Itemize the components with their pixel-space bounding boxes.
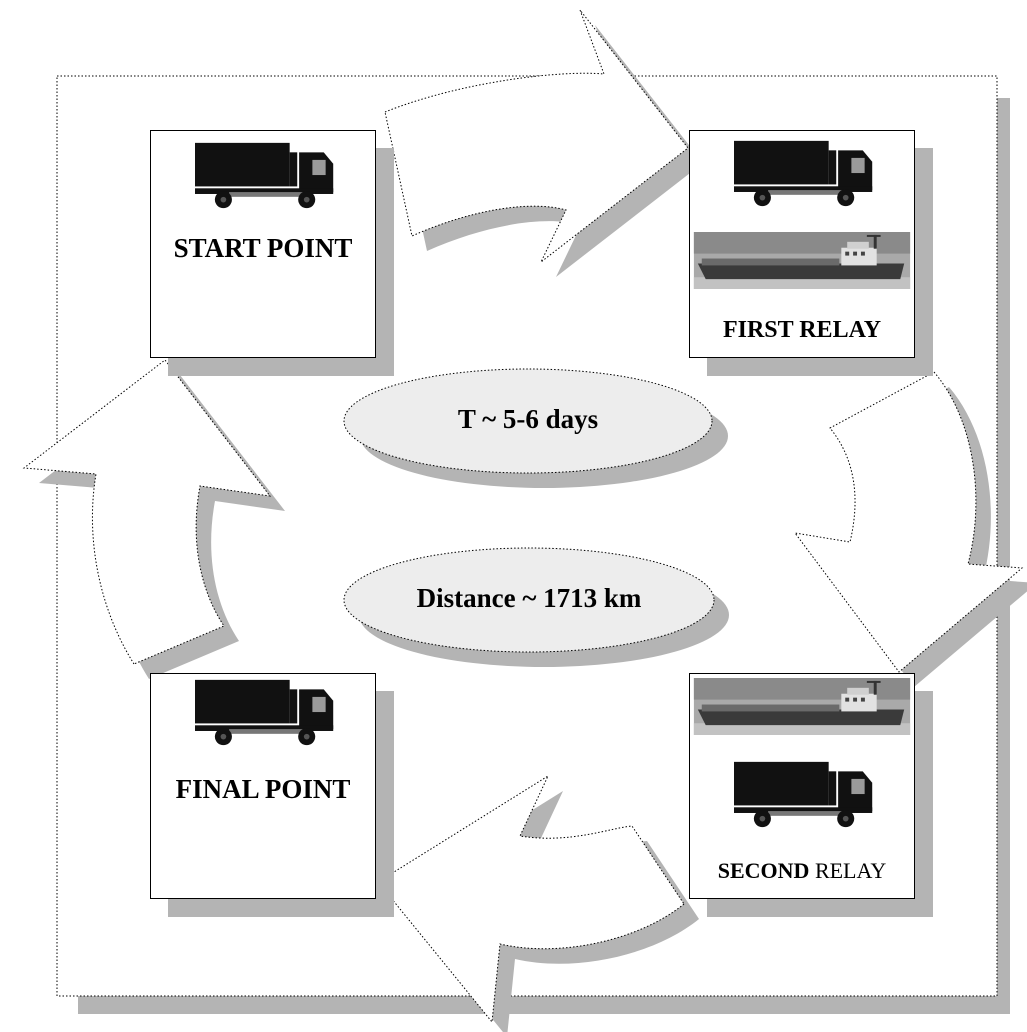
final-point-label: FINAL POINT [175,774,351,804]
start-point-label: START POINT [173,233,353,263]
second-relay-label-rest: RELAY [809,858,887,883]
truck-icon [734,760,876,830]
second-relay-label: SECOND RELAY [690,858,914,884]
distance-estimate: Distance ~ 1713 km [416,583,642,613]
second-relay-box: SECOND RELAY [689,673,915,899]
truck-icon [195,678,337,748]
barge-icon [693,678,911,735]
truck-icon [734,139,876,209]
arrow-final-to-start [22,359,285,679]
time-oval [343,368,713,474]
first-relay-box: FIRST RELAY [689,130,915,358]
start-point-box: START POINT [150,130,376,358]
time-estimate: T ~ 5-6 days [457,404,599,434]
distance-oval [343,547,715,653]
arrow-start-to-first-relay [384,9,703,277]
arrow-first-to-second-relay [793,371,1027,687]
final-point-box: FINAL POINT [150,673,376,899]
second-relay-label-bold: SECOND [717,858,810,883]
barge-icon [693,232,911,289]
first-relay-label: FIRST RELAY [722,317,882,343]
truck-icon [195,141,337,211]
arrow-second-relay-to-final [377,774,699,1032]
